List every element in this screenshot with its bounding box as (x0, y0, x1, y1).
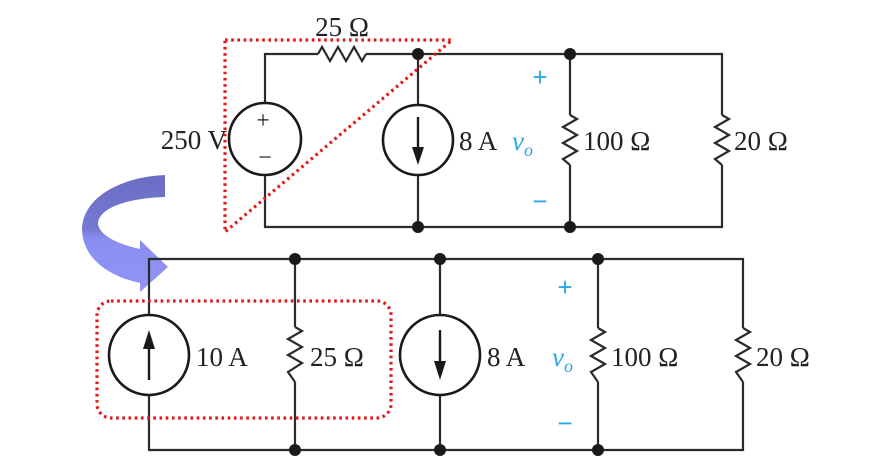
bottom-resistor-100-zigzag (588, 327, 608, 383)
bottom-wire-bottom (147, 382, 745, 452)
top-dotted-highlight-triangle (223, 38, 457, 236)
top-resistor-25-label: 25 Ω (315, 12, 369, 42)
bottom-current-source-10a-label: 10 A (196, 342, 248, 372)
top-current-source-label: 8 A (459, 126, 498, 156)
bottom-current-source-10a (107, 313, 191, 397)
top-voltage-source-minus: − (258, 145, 272, 171)
bottom-circuit: 10 A 25 Ω 8 A vo + − 100 Ω 20 Ω (95, 253, 810, 456)
top-wire-left-bottom (263, 165, 724, 229)
arrow-down-icon (434, 330, 446, 380)
bottom-output-voltage-label: vo (552, 342, 573, 376)
top-output-minus: − (532, 186, 547, 216)
node (434, 444, 446, 456)
top-circuit: 25 Ω + − 250 V 8 A vo + − 100 Ω 20 Ω (161, 12, 788, 236)
arrow-up-icon (143, 330, 155, 380)
arrow-down-icon (412, 117, 424, 165)
top-voltage-source (227, 101, 303, 177)
node (412, 221, 424, 233)
top-output-plus: + (532, 62, 547, 92)
curved-arrow-icon (82, 175, 168, 292)
bottom-resistor-100-label: 100 Ω (611, 342, 678, 372)
node (564, 48, 576, 60)
top-wire-left (263, 52, 318, 103)
bottom-current-source-8a (398, 313, 482, 397)
top-resistor-100-zigzag (560, 114, 580, 166)
bottom-resistor-25-zigzag (285, 326, 305, 383)
node (592, 444, 604, 456)
top-voltage-source-label: 250 V (161, 125, 228, 155)
node (289, 444, 301, 456)
bottom-wire-top (147, 257, 745, 328)
bottom-current-source-8a-label: 8 A (487, 342, 526, 372)
top-resistor-100-label: 100 Ω (583, 126, 650, 156)
top-voltage-source-plus: + (256, 108, 270, 134)
node (564, 221, 576, 233)
bottom-resistor-25-label: 25 Ω (310, 342, 364, 372)
bottom-output-plus: + (557, 272, 572, 302)
top-current-source (381, 103, 455, 177)
top-output-voltage-label: vo (512, 126, 533, 160)
top-resistor-25-zigzag (317, 44, 367, 64)
top-resistor-20-zigzag (712, 114, 732, 166)
node (592, 253, 604, 265)
top-resistor-20-label: 20 Ω (734, 126, 788, 156)
bottom-resistor-20-zigzag (733, 327, 753, 383)
bottom-output-minus: − (557, 408, 572, 438)
top-wire-top (366, 52, 724, 115)
bottom-resistor-20-label: 20 Ω (756, 342, 810, 372)
node (434, 253, 446, 265)
node (412, 48, 424, 60)
node (289, 253, 301, 265)
